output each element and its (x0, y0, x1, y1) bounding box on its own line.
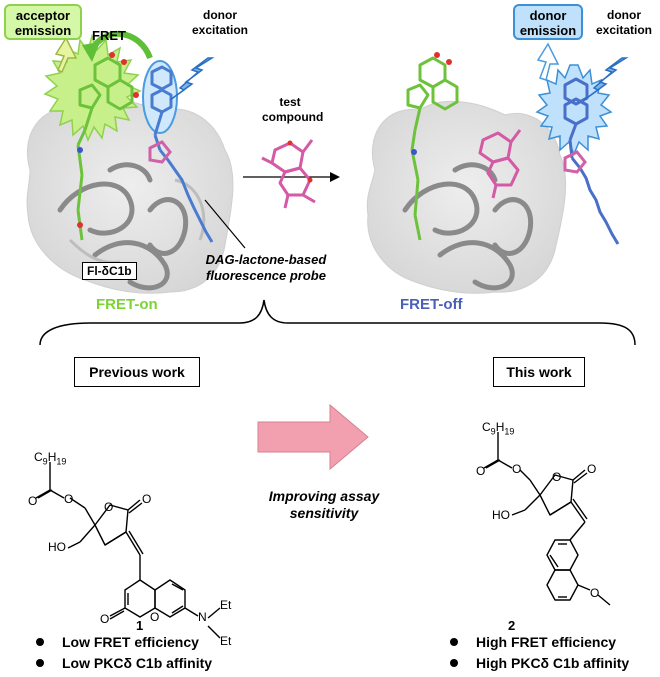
atom-o-ring-right: O (552, 470, 562, 484)
fret-on-label: FRET-on (96, 296, 158, 313)
donor-emission-arrow (536, 42, 560, 81)
atom-o-carbonyl-left: O (142, 492, 152, 506)
c9h19-left: C9H19 (34, 450, 67, 467)
bullet-dot (36, 638, 44, 646)
fret-arrow (82, 30, 153, 62)
protein-surface-right (366, 100, 567, 294)
acceptor-molecule-atoms (77, 52, 139, 228)
improvement-arrow (257, 403, 369, 471)
bound-test-compound (478, 129, 522, 199)
donor-molecule-left (150, 65, 173, 151)
donor-emission-label: donor emission (519, 8, 577, 38)
probe-core-left (148, 140, 172, 164)
test-compound-label: test compound (262, 95, 324, 124)
atom-o-carbonyl-right: O (587, 462, 597, 476)
ho-right: HO (492, 508, 510, 522)
fret-label: FRET (92, 28, 126, 43)
probe-chain-left (158, 149, 214, 243)
probe-callout-line (204, 199, 246, 249)
previous-bullet-2: Low PKCδ C1b affinity (62, 655, 213, 671)
previous-work-box: Previous work (74, 357, 200, 387)
compound-2-structure (483, 432, 611, 606)
reaction-arrow (243, 172, 340, 182)
improvement-text: Improving assay sensitivity (268, 488, 380, 521)
acceptor-atoms-right (411, 52, 452, 155)
atom-o-ester2-left: O (28, 494, 38, 508)
atom-n: N (198, 610, 207, 624)
protein-ribbon-left (57, 162, 189, 291)
protein-label: Fl-δC1b (82, 262, 137, 280)
atom-o-methoxy: O (590, 586, 600, 600)
donor-excitation-label-right: donor excitation (595, 8, 652, 37)
ho-left: HO (48, 540, 66, 554)
atom-o-coumarin-carbonyl: O (100, 612, 110, 626)
donor-excitation-label-left: donor excitation (191, 8, 248, 37)
ethyl-2: Et (220, 634, 232, 648)
acceptor-molecule-right (406, 56, 459, 241)
fret-off-label: FRET-off (400, 296, 463, 313)
probe-chain-right (570, 157, 620, 245)
bullets (36, 638, 458, 667)
this-work-box: This work (493, 357, 585, 387)
bullet-dot (36, 659, 44, 667)
ethyl-1: Et (220, 598, 232, 612)
atom-o-ring-left: O (104, 500, 114, 514)
test-compound-atoms (287, 140, 313, 183)
current-bullet-1: High FRET efficiency (476, 634, 617, 650)
protein-ribbon-right (402, 162, 534, 291)
compound-1-number: 1 (136, 618, 144, 633)
test-compound-molecule (261, 139, 316, 209)
probe-label: DAG-lactone-based fluorescence probe (205, 252, 327, 283)
current-bullet-2: High PKCδ C1b affinity (476, 655, 630, 671)
excitation-bolt-left (169, 57, 215, 101)
previous-work-title: Previous work (89, 364, 185, 380)
compound-1-structure (35, 462, 221, 639)
compound-2-number: 2 (508, 618, 516, 633)
acceptor-emission-arrow (54, 36, 78, 74)
donor-emission-box: donor emission (513, 4, 583, 40)
atom-o-ester2-right: O (476, 464, 486, 478)
acceptor-emission-label: acceptor emission (14, 8, 72, 38)
this-work-title: This work (506, 364, 572, 380)
bullet-dot (450, 638, 458, 646)
atom-o-ester-right: O (512, 462, 522, 476)
excitation-bolt-right (583, 57, 629, 101)
atom-o-ester-left: O (64, 492, 74, 506)
bullet-dot (450, 659, 458, 667)
probe-core-right (563, 150, 587, 174)
curly-brace (39, 299, 636, 346)
previous-bullet-1: Low FRET efficiency (62, 634, 199, 650)
c9h19-right: C9H19 (482, 420, 515, 437)
acceptor-emission-box: acceptor emission (4, 4, 82, 40)
atom-o-coumarin-ring: O (150, 610, 160, 624)
